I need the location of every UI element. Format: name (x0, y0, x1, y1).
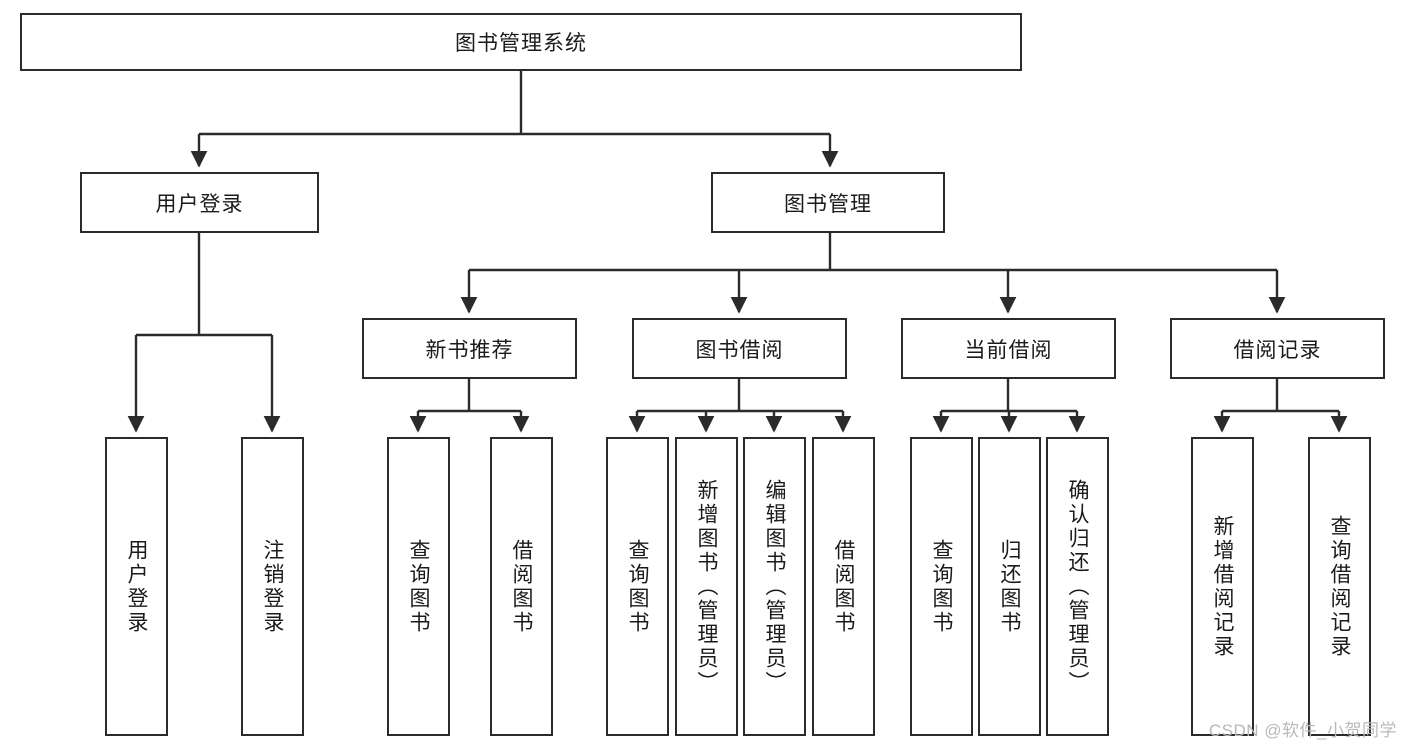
node-label: 查询图书 (407, 538, 430, 635)
leaf-return-book[interactable]: 归还图书 (978, 437, 1041, 736)
node-label: 注销登录 (261, 538, 284, 635)
node-label: 归还图书 (998, 538, 1021, 635)
node-label: 用户登录 (155, 192, 244, 216)
node-book-borrow[interactable]: 图书借阅 (632, 318, 847, 379)
node-label: 新增图书（管理员） (695, 478, 718, 695)
node-label: 当前借阅 (964, 338, 1053, 362)
node-label: 确认归还（管理员） (1066, 478, 1089, 695)
leaf-query-book-new-recommend[interactable]: 查询图书 (387, 437, 450, 736)
node-book-management-system[interactable]: 图书管理系统 (20, 13, 1022, 71)
leaf-add-book-admin[interactable]: 新增图书（管理员） (675, 437, 738, 736)
node-label: 编辑图书（管理员） (763, 478, 786, 695)
node-new-book-recommend[interactable]: 新书推荐 (362, 318, 577, 379)
node-label: 图书管理系统 (455, 32, 587, 55)
node-label: 查询图书 (626, 538, 649, 635)
leaf-confirm-return-admin[interactable]: 确认归还（管理员） (1046, 437, 1109, 736)
leaf-borrow-book-borrow[interactable]: 借阅图书 (812, 437, 875, 736)
watermark: CSDN @软件_小贺同学 (1208, 721, 1397, 740)
node-label: 新书推荐 (425, 338, 514, 362)
node-label: 新增借阅记录 (1211, 514, 1234, 659)
node-label: 图书管理 (784, 192, 872, 216)
leaf-query-book-borrow[interactable]: 查询图书 (606, 437, 669, 736)
leaf-edit-book-admin[interactable]: 编辑图书（管理员） (743, 437, 806, 736)
leaf-logout-login[interactable]: 注销登录 (241, 437, 304, 736)
leaf-query-borrow-record[interactable]: 查询借阅记录 (1308, 437, 1371, 736)
node-label: 查询图书 (930, 538, 953, 635)
node-label: 用户登录 (125, 538, 148, 635)
leaf-query-book-current[interactable]: 查询图书 (910, 437, 973, 736)
node-label: 借阅图书 (510, 538, 533, 635)
node-user-login[interactable]: 用户登录 (80, 172, 319, 233)
node-label: 借阅图书 (832, 538, 855, 635)
node-borrow-record[interactable]: 借阅记录 (1170, 318, 1385, 379)
leaf-user-login[interactable]: 用户登录 (105, 437, 168, 736)
node-book-management[interactable]: 图书管理 (711, 172, 945, 233)
node-label: 查询借阅记录 (1328, 514, 1351, 659)
node-current-borrow[interactable]: 当前借阅 (901, 318, 1116, 379)
node-label: 借阅记录 (1233, 338, 1322, 362)
leaf-borrow-book-new-recommend[interactable]: 借阅图书 (490, 437, 553, 736)
node-label: 图书借阅 (695, 338, 784, 362)
leaf-add-borrow-record[interactable]: 新增借阅记录 (1191, 437, 1254, 736)
